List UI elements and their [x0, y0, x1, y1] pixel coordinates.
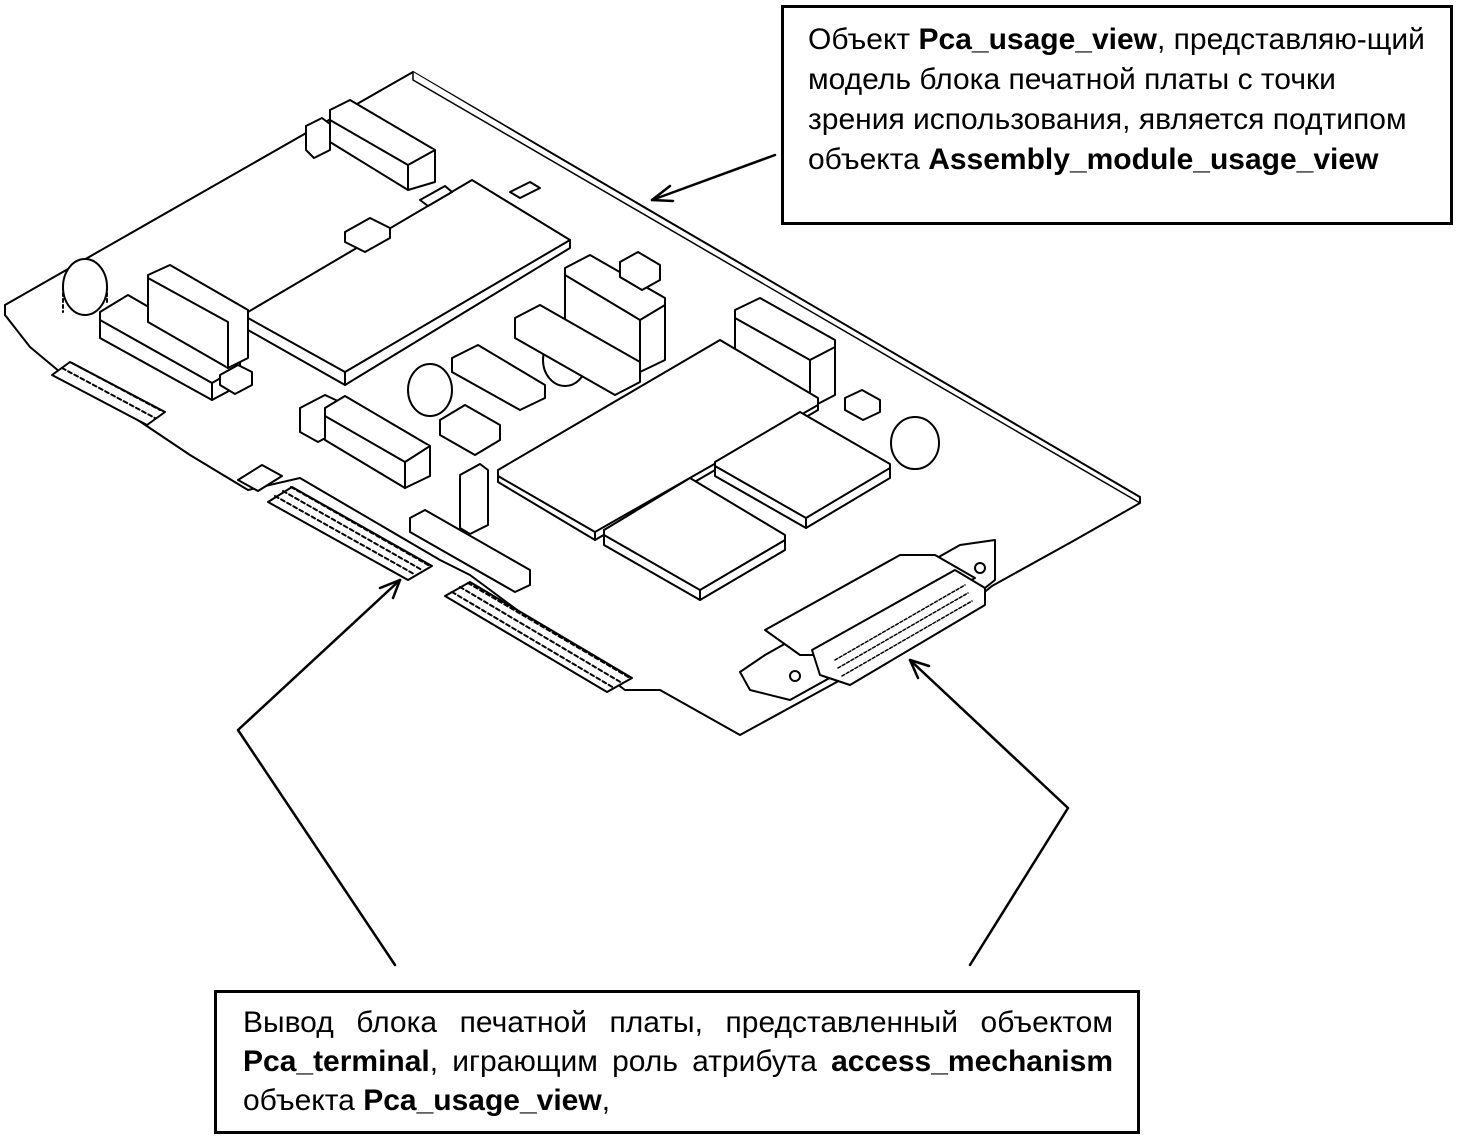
callout-text: Вывод блока печатной платы, представленн… — [243, 1006, 1113, 1039]
class-name-pca-usage-view: Pca_usage_view — [918, 23, 1158, 56]
class-name-pca-usage-view: Pca_usage_view — [363, 1084, 602, 1117]
arrow-to-dsub — [908, 658, 1070, 967]
attribute-name-access-mechanism: access_mechanism — [831, 1045, 1113, 1078]
terminal-description-callout: Вывод блока печатной платы, представленн… — [214, 990, 1140, 1134]
class-name-pca-terminal: Pca_terminal — [243, 1045, 430, 1078]
callout-text: , играющим роль атрибута — [429, 1045, 832, 1078]
board-description-callout: Объект Pca_usage_view, представляю-щий м… — [781, 5, 1453, 225]
components — [62, 99, 940, 601]
edge-connector-middle — [237, 464, 433, 581]
edge-connector-right — [444, 581, 633, 693]
edge-connector-left — [51, 361, 166, 426]
callout-text: , представляю-щий модель блока печатной … — [808, 23, 1425, 176]
arrow-board-head — [650, 184, 675, 203]
pointer-arrows — [236, 153, 1070, 967]
d-sub-connector — [739, 539, 996, 701]
callout-text: объекта — [243, 1084, 364, 1117]
arrow-board — [650, 153, 777, 202]
class-name-assembly-module-usage-view: Assembly_module_usage_view — [928, 143, 1379, 176]
callout-text: Объект — [808, 23, 919, 56]
callout-text: , — [601, 1084, 611, 1117]
arrow-to-fingers-left — [236, 578, 402, 967]
